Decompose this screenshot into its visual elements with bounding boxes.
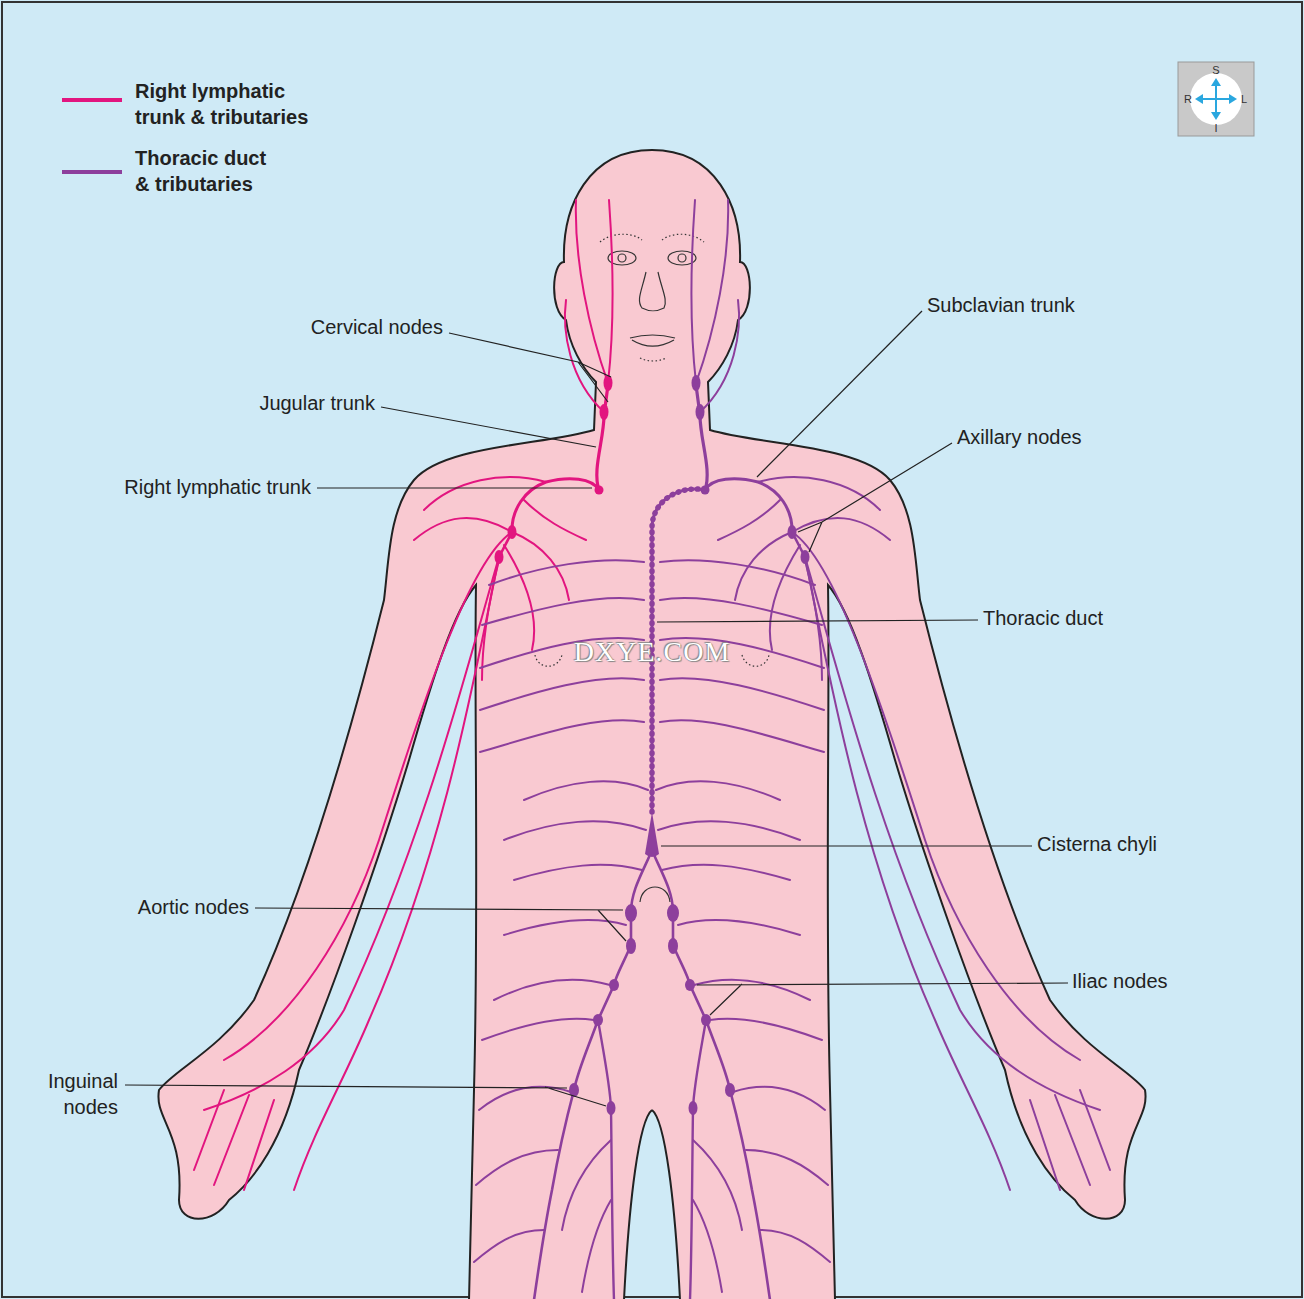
compass-rose [1178,62,1254,136]
part-label: Inguinal nodes [38,1068,118,1120]
lymph-vessels [645,812,659,857]
compass-rose [1211,78,1221,86]
legend-label: Right lymphatic trunk & tributaries [135,78,335,130]
part-label: Subclavian trunk [927,292,1075,318]
body-outline [652,150,1146,1299]
compass-rose [1178,62,1254,136]
body-details [600,234,642,242]
compass-rose [1195,78,1237,120]
lymph-vessels [691,200,1110,1190]
part-label: Right lymphatic trunk [124,474,311,500]
body-outline [158,150,1145,1299]
body-details [640,887,670,902]
body-outline [158,150,652,1299]
leader-lines [381,407,596,447]
body-details [630,335,675,338]
compass-letter: S [1212,64,1219,76]
body-details [632,340,674,346]
leader-lines [255,908,626,941]
part-label: Thoracic duct [983,605,1103,631]
leader-lines [661,845,1032,846]
legend-swatch [62,98,122,102]
part-label: Iliac nodes [1072,968,1168,994]
lymph-vessels [194,200,1110,1299]
body-details [639,272,665,311]
leader-lines [657,620,978,622]
body-details [535,655,562,666]
compass-rose [1211,112,1221,120]
compass-letter: I [1214,122,1217,134]
part-label: Jugular trunk [259,390,375,416]
part-label: Aortic nodes [138,894,249,920]
leader-lines [449,333,611,402]
body-details [678,254,686,262]
leader-lines [798,443,952,552]
leader-lines [317,487,592,488]
watermark: DXYE.COM [574,639,731,665]
leader-lines [757,311,922,477]
compass-rose [1201,98,1231,100]
compass-rose [1195,94,1203,104]
legend-label: Thoracic duct & tributaries [135,145,285,197]
compass-letter: R [1184,93,1192,105]
body-details [662,234,704,242]
part-label: Cervical nodes [311,314,443,340]
lymph-vessels [474,560,652,1299]
leader-lines [125,1085,606,1106]
body-details [742,655,769,666]
body-details [640,358,666,361]
body-details [535,234,769,902]
compass-letter: L [1241,93,1247,105]
lymph-vessels [194,200,613,1190]
leader-lines [697,983,1068,1015]
compass-rose [1190,73,1242,125]
leader-lines [125,311,1068,1106]
legend-entry: Right lymphatic trunk & tributaries [62,78,335,130]
body-outline [652,150,1146,1299]
body-details [618,254,626,262]
body-outline [158,150,652,1299]
legend-entry: Thoracic duct & tributaries [62,145,285,197]
part-label: Cisterna chyli [1037,831,1157,857]
legend-swatch [62,170,122,174]
part-label: Axillary nodes [957,424,1082,450]
compass-rose [1229,94,1237,104]
lymph-vessels [652,560,830,1299]
